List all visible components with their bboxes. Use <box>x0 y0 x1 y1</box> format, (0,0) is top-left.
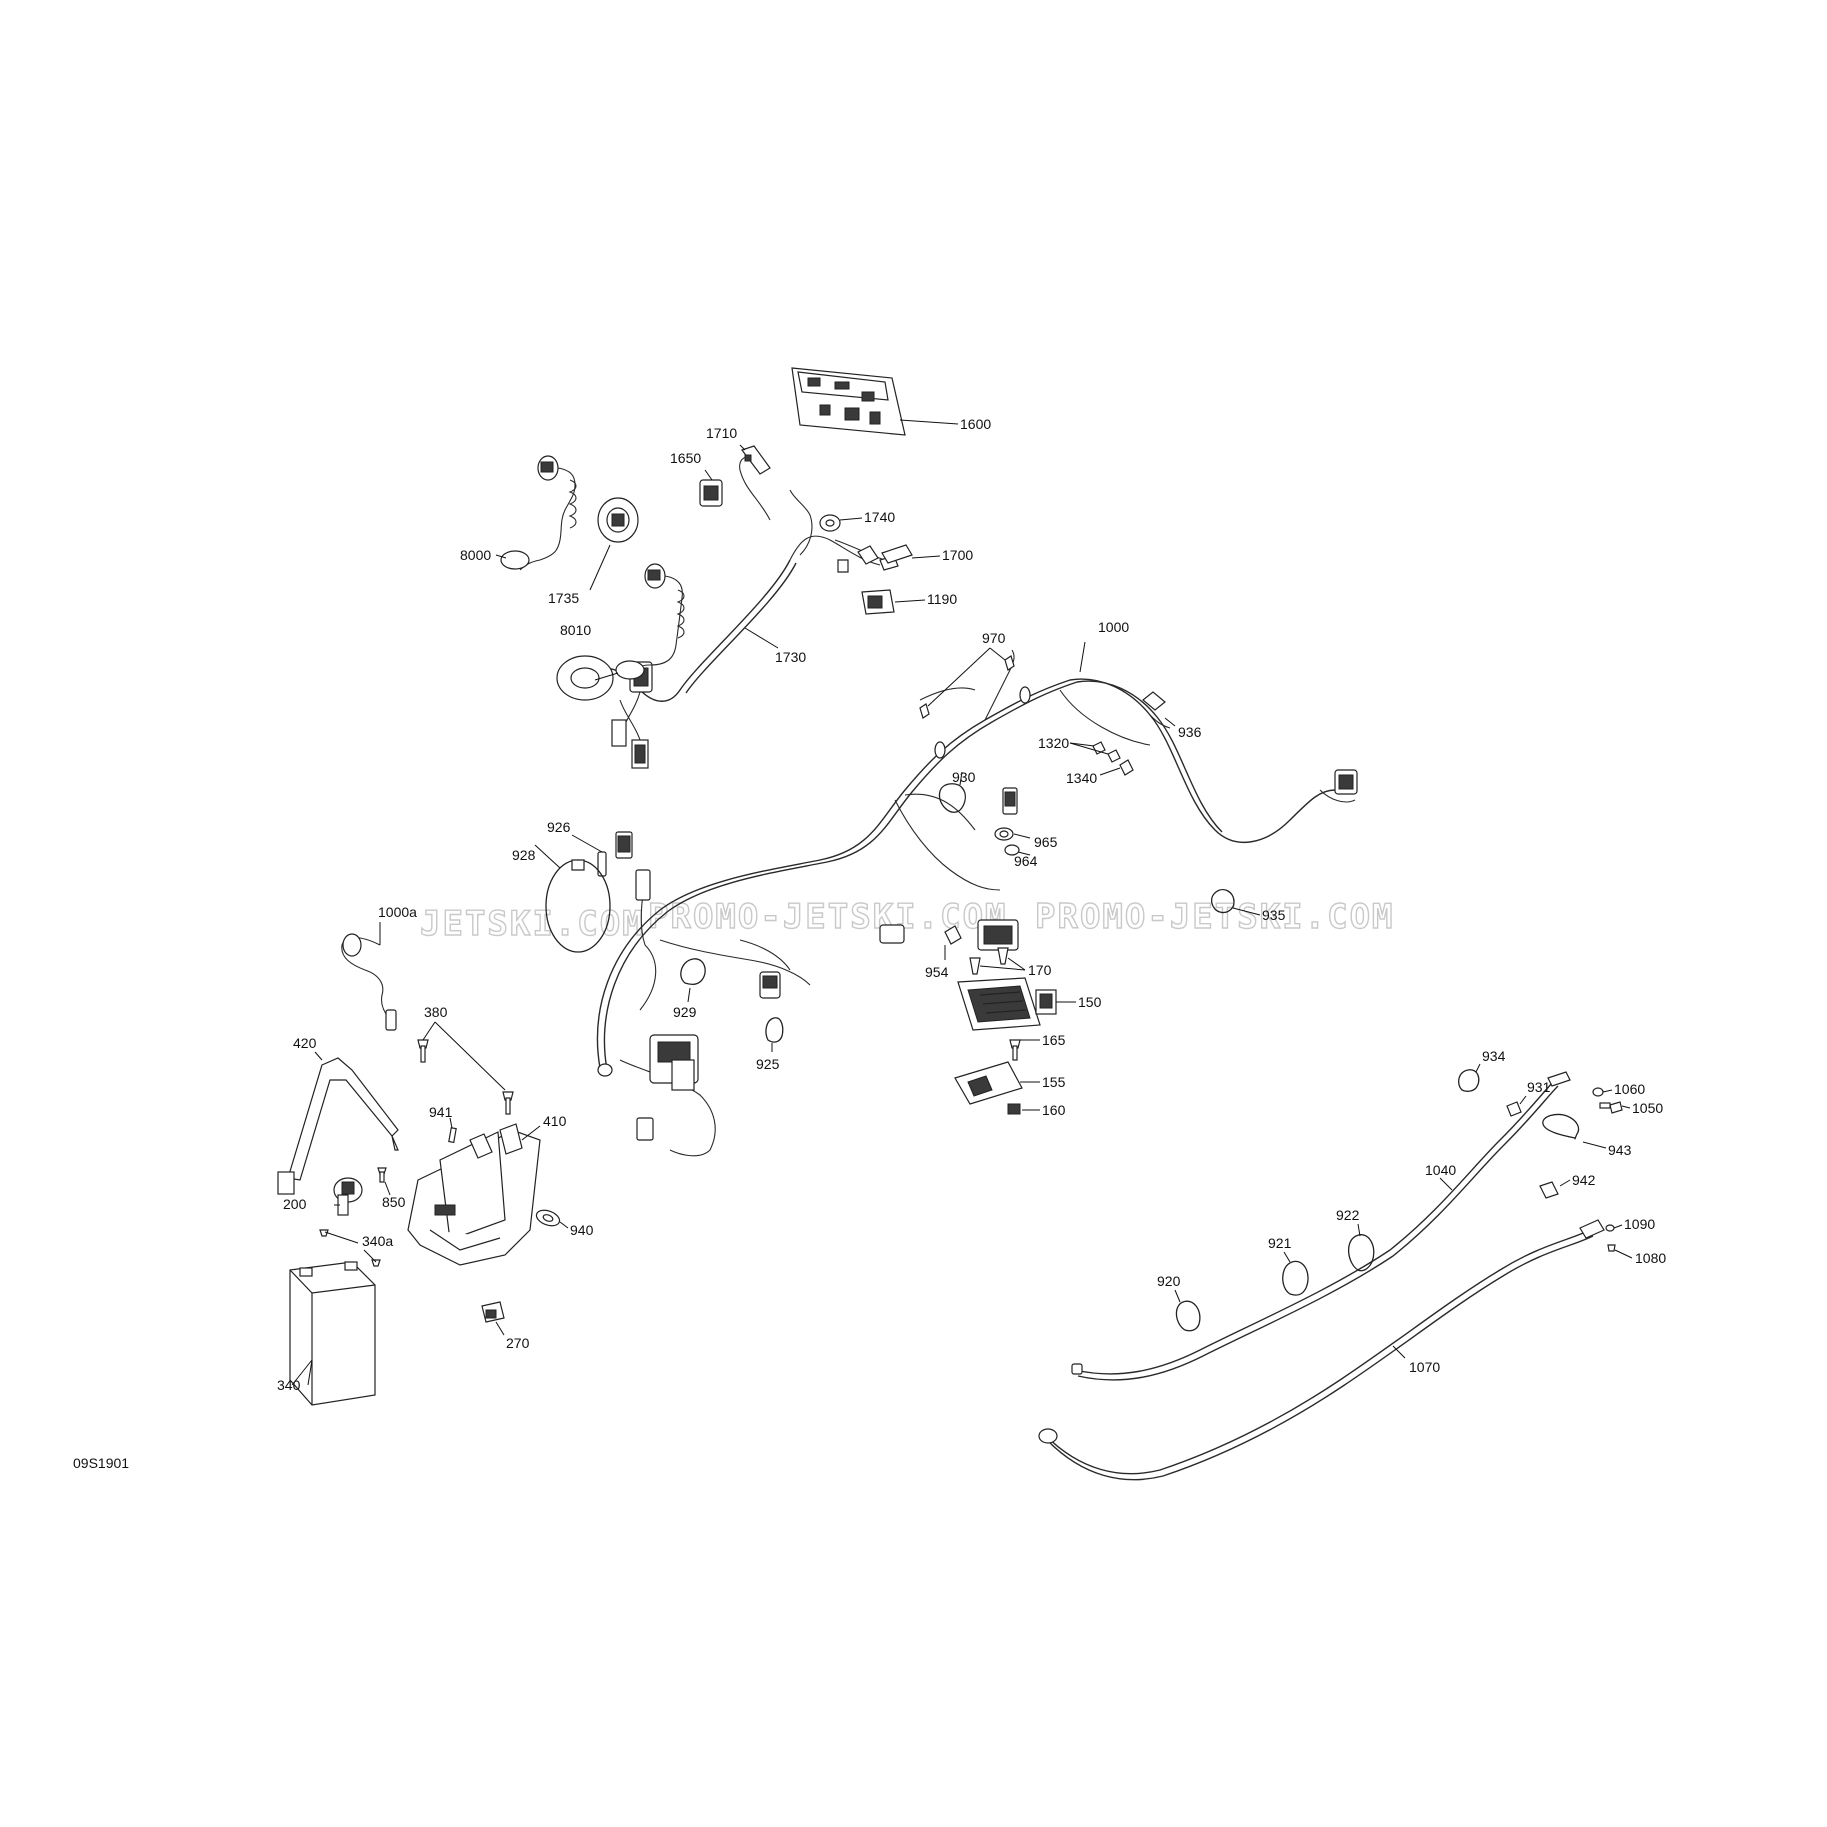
label-1070: 1070 <box>1409 1359 1440 1375</box>
label-1090: 1090 <box>1624 1216 1655 1232</box>
label-921: 921 <box>1268 1235 1292 1251</box>
label-340: 340 <box>277 1377 301 1393</box>
battery-strap-420 <box>277 1051 399 1195</box>
label-160: 160 <box>1042 1102 1066 1118</box>
label-1050: 1050 <box>1632 1100 1663 1116</box>
label-380: 380 <box>424 1004 448 1020</box>
key-post-1735 <box>589 497 639 591</box>
label-165: 165 <box>1042 1032 1066 1048</box>
label-340a: 340a <box>362 1233 393 1249</box>
label-925: 925 <box>756 1056 780 1072</box>
label-1040: 1040 <box>1425 1162 1456 1178</box>
label-931: 931 <box>1527 1079 1551 1095</box>
watermark-promo-jetski-2: PROMO-JETSKI.COM <box>1035 897 1395 937</box>
label-1735: 1735 <box>548 590 579 606</box>
small-battery-parts <box>319 1117 569 1336</box>
gauge-cluster-1600 <box>791 367 959 436</box>
label-922: 922 <box>1336 1207 1360 1223</box>
battery-cable-1040 <box>1071 1071 1571 1381</box>
label-1650: 1650 <box>670 450 701 466</box>
battery-340 <box>289 1261 376 1406</box>
label-1730: 1730 <box>775 649 806 665</box>
cable-clamps-and-hardware <box>1174 1063 1633 1332</box>
battery-tray-410 <box>407 1123 541 1266</box>
label-270: 270 <box>506 1335 530 1351</box>
label-1060: 1060 <box>1614 1081 1645 1097</box>
label-940: 940 <box>570 1222 594 1238</box>
label-155: 155 <box>1042 1074 1066 1090</box>
label-1710: 1710 <box>706 425 737 441</box>
label-8000: 8000 <box>460 547 491 563</box>
harness-1000a <box>341 922 397 1031</box>
label-8010: 8010 <box>560 622 591 638</box>
safety-lanyard-8010 <box>594 563 685 681</box>
label-929: 929 <box>673 1004 697 1020</box>
label-934: 934 <box>1482 1048 1506 1064</box>
accessory-parts-top <box>699 444 941 615</box>
label-943: 943 <box>1608 1142 1632 1158</box>
safety-lanyard-8000 <box>495 455 577 571</box>
voltage-regulator-150 <box>957 977 1076 1031</box>
label-964: 964 <box>1014 853 1038 869</box>
label-936: 936 <box>1178 724 1202 740</box>
part-number-labels: 1600 1710 1650 1740 1700 1190 8000 1735 … <box>277 416 1666 1393</box>
label-920: 920 <box>1157 1273 1181 1289</box>
harness-clips-and-ties <box>534 647 1261 1052</box>
label-941: 941 <box>429 1104 453 1120</box>
label-150: 150 <box>1078 994 1102 1010</box>
label-1000: 1000 <box>1098 619 1129 635</box>
label-1190: 1190 <box>927 591 957 607</box>
label-170: 170 <box>1028 962 1052 978</box>
label-1700: 1700 <box>942 547 973 563</box>
label-954: 954 <box>925 964 949 980</box>
diagram-reference-code: 09S1901 <box>73 1455 129 1471</box>
label-420: 420 <box>293 1035 317 1051</box>
label-942: 942 <box>1572 1172 1596 1188</box>
label-1740: 1740 <box>864 509 895 525</box>
dash-harness-1730 <box>556 456 899 769</box>
main-harness-1000 <box>596 641 1358 1157</box>
regulator-mount-155 <box>954 1039 1040 1115</box>
label-200: 200 <box>283 1196 307 1212</box>
watermark-group: JETSKI.COM PROMO-JETSKI.COM PROMO-JETSKI… <box>419 896 1395 944</box>
label-930: 930 <box>952 769 976 785</box>
label-1000a: 1000a <box>378 904 417 920</box>
label-850: 850 <box>382 1194 406 1210</box>
label-935: 935 <box>1262 907 1286 923</box>
watermark-jetski: JETSKI.COM <box>420 904 645 944</box>
label-965: 965 <box>1034 834 1058 850</box>
label-1340: 1340 <box>1066 770 1097 786</box>
label-970: 970 <box>982 630 1006 646</box>
battery-cable-1070 <box>1038 1219 1605 1481</box>
label-410: 410 <box>543 1113 567 1129</box>
screws-380 <box>417 1021 514 1115</box>
label-1080: 1080 <box>1635 1250 1666 1266</box>
label-1600: 1600 <box>960 416 991 432</box>
label-928: 928 <box>512 847 536 863</box>
label-1320: 1320 <box>1038 735 1069 751</box>
label-926: 926 <box>547 819 571 835</box>
